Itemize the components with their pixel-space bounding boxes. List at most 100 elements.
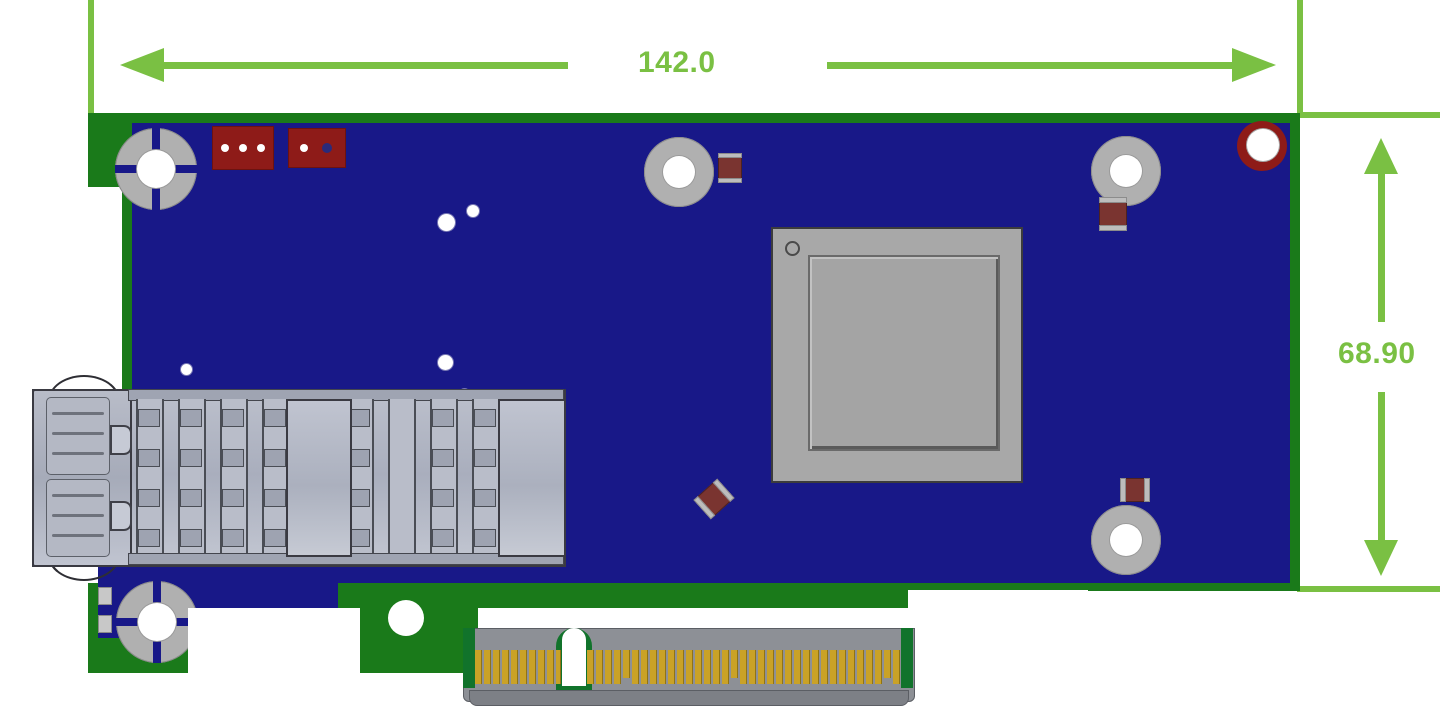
cage-fin-slot	[474, 409, 496, 427]
header-3pin	[212, 126, 274, 170]
dimension-line-height-upper	[1378, 172, 1385, 322]
cage-fin-slot	[222, 409, 244, 427]
gold-finger	[623, 650, 630, 678]
mounting-hole-top-right	[1091, 136, 1161, 206]
hole-bore	[1110, 155, 1142, 187]
smd-top-right	[1099, 197, 1127, 231]
gold-finger	[605, 650, 612, 684]
edge-pcb-right	[901, 628, 913, 688]
gold-finger	[641, 650, 648, 684]
dimension-line-height-lower	[1378, 392, 1385, 544]
cage-emi-latch	[110, 425, 132, 455]
cage-emi-latch	[110, 501, 132, 531]
edge-pcb-left	[463, 628, 475, 688]
smd-mid-right	[1120, 478, 1150, 502]
edge-pad	[98, 587, 112, 605]
gold-finger	[677, 650, 684, 684]
gold-finger	[650, 650, 657, 684]
via	[181, 364, 192, 375]
vent-fin	[51, 452, 105, 455]
cage-fin-slot	[180, 489, 202, 507]
hole-bore	[1110, 524, 1142, 556]
gold-finger	[893, 650, 900, 684]
hole-bore	[138, 603, 176, 641]
gold-finger	[857, 650, 864, 684]
main-asic-chip	[771, 227, 1023, 483]
pcie-edge-connector	[463, 628, 915, 723]
cage-mid-block	[286, 399, 352, 557]
cage-fin-column	[388, 399, 416, 553]
vent-fin	[51, 432, 105, 435]
via	[438, 214, 455, 231]
chip-die-area	[808, 255, 1000, 451]
gold-finger	[484, 650, 491, 684]
pcb-right-lower-corner	[1088, 583, 1300, 591]
arrow-head-right-icon	[1232, 48, 1276, 82]
extension-line-left	[88, 0, 94, 118]
gold-finger	[511, 650, 518, 684]
dimension-label-width: 142.0	[638, 46, 716, 79]
gold-finger	[785, 650, 792, 684]
gold-finger	[538, 650, 545, 684]
header-pin	[239, 144, 247, 152]
cage-fin-slot	[432, 529, 454, 547]
cage-fin-slot	[474, 489, 496, 507]
gold-finger	[884, 650, 891, 678]
gold-finger	[668, 650, 675, 684]
cage-fin-slot	[180, 529, 202, 547]
gold-finger	[767, 650, 774, 684]
cage-fin-slot	[180, 409, 202, 427]
via	[438, 355, 453, 370]
gold-finger	[731, 650, 738, 678]
dimension-label-height: 68.90	[1338, 337, 1416, 370]
header-2pin	[288, 128, 346, 168]
cage-fin-slot	[264, 409, 286, 427]
mounting-hole-top-center	[644, 137, 714, 207]
cage-fin-slot	[432, 489, 454, 507]
gold-finger	[704, 650, 711, 684]
dimension-line-width-left	[163, 62, 568, 69]
gold-finger	[695, 650, 702, 684]
cage-fin-slot	[180, 449, 202, 467]
gold-finger	[821, 650, 828, 684]
outline-cut-between	[188, 608, 360, 673]
gold-finger	[758, 650, 765, 684]
gold-finger	[749, 650, 756, 684]
pin1-marker-icon	[785, 241, 800, 256]
gold-finger	[547, 650, 554, 684]
gold-finger	[776, 650, 783, 684]
mounting-hole-corner-right	[1237, 121, 1287, 171]
gold-finger	[659, 650, 666, 684]
hole-bore	[1247, 129, 1279, 161]
dimension-line-width-right	[827, 62, 1232, 69]
cage-fin-slot	[474, 529, 496, 547]
arrow-head-up-icon	[1364, 138, 1398, 174]
gold-finger	[556, 650, 561, 684]
smd-terminal	[718, 178, 742, 183]
gold-finger	[839, 650, 846, 684]
arrow-head-left-icon	[120, 48, 164, 82]
gold-finger	[632, 650, 639, 684]
gold-finger	[794, 650, 801, 684]
mounting-hole-bottom-left	[116, 581, 198, 663]
gold-finger	[875, 650, 882, 684]
gold-finger	[587, 650, 594, 684]
cage-fin-slot	[474, 449, 496, 467]
via	[467, 205, 479, 217]
gold-finger	[475, 650, 482, 684]
smd-terminal	[1144, 478, 1150, 502]
header-pin	[322, 143, 332, 153]
smd-terminal	[1099, 197, 1127, 203]
gold-finger	[713, 650, 720, 684]
hole-bore	[137, 150, 175, 188]
gold-finger	[812, 650, 819, 684]
smd-terminal	[718, 153, 742, 158]
cage-fin-slot	[222, 489, 244, 507]
cage-vent-slot	[46, 397, 110, 475]
gold-finger	[740, 650, 747, 684]
cage-vent-slot	[46, 479, 110, 557]
header-pin	[300, 144, 308, 152]
gold-finger	[848, 650, 855, 684]
header-pin	[221, 144, 229, 152]
